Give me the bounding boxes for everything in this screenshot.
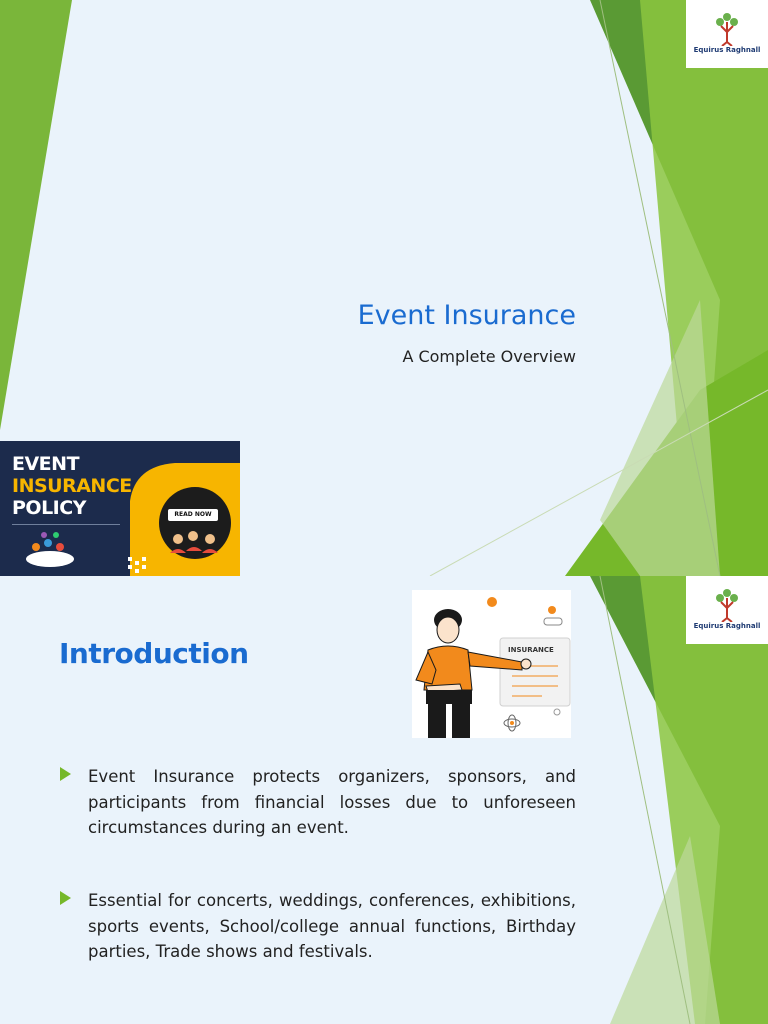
thin-line-2 [429,389,768,576]
company-logo: Equirus Raghnall [686,0,768,68]
slide-background-shapes [590,576,768,1024]
promo-divider [12,524,120,525]
slide-subtitle: A Complete Overview [402,347,576,366]
promo-line-2: INSURANCE [12,475,132,497]
read-now-badge[interactable]: READ NOW [168,509,218,521]
insurance-illustration: INSURANCE [412,590,571,738]
promo-artwork [26,463,240,576]
promo-line-1: EVENT [12,453,80,475]
bullet-arrow-icon [60,891,71,905]
pale-green-shape [600,300,720,576]
company-logo: Equirus Raghnall [686,576,768,644]
person-illustration: INSURANCE [415,597,571,738]
slide-background-shapes [0,0,768,576]
left-green-stripe [0,0,72,430]
bullet-text: Essential for concerts, weddings, confer… [88,891,576,961]
pale-green-shape [610,836,720,1024]
slide-title: Event Insurance [357,300,576,331]
logo-text: Equirus Raghnall [693,622,761,630]
thin-line [599,576,691,1024]
section-heading: Introduction [59,637,249,670]
introduction-slide: Equirus Raghnall Introduction INSURANCE [0,576,768,1024]
illustration-insurance-label: INSURANCE [508,646,554,654]
title-slide: Equirus Raghnall Event Insurance A Compl… [0,0,768,576]
bullet-arrow-icon [60,767,71,781]
bullet-text: Event Insurance protects organizers, spo… [88,767,576,837]
promo-line-3: POLICY [12,497,86,519]
logo-text: Equirus Raghnall [693,46,761,54]
right-light-green-shape [640,576,768,1024]
thin-line [599,0,721,576]
tree-logo-icon [716,13,738,46]
event-insurance-promo-banner: EVENT INSURANCE POLICY READ NOW [0,441,240,576]
tree-logo-icon [716,589,738,622]
